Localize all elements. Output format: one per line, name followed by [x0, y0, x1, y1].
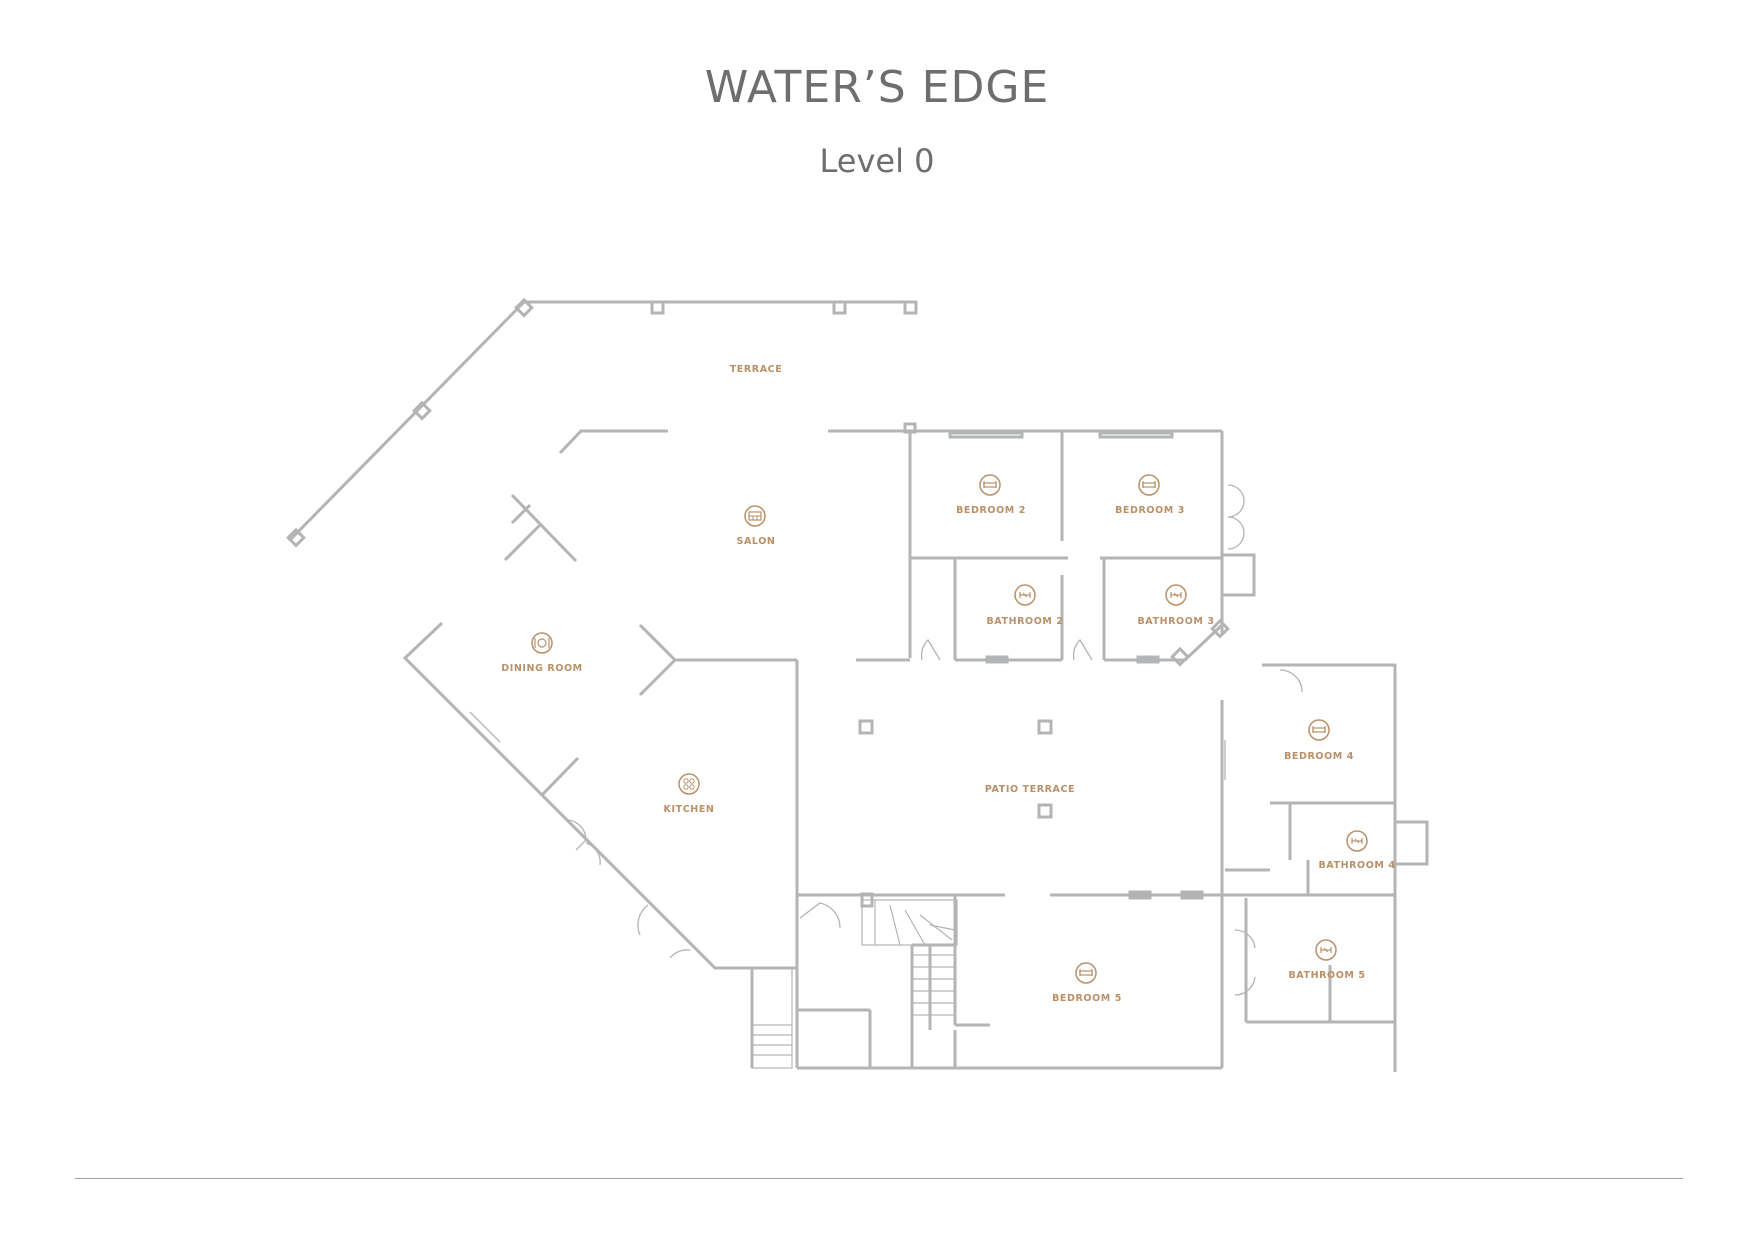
- bed-icon: [1138, 474, 1160, 496]
- room-bathroom-5: BATHROOM 5: [1288, 939, 1365, 981]
- room-salon: SALON: [737, 505, 776, 547]
- room-label: TERRACE: [730, 364, 783, 375]
- room-label: DINING ROOM: [501, 663, 582, 674]
- room-label: BATHROOM 5: [1288, 970, 1365, 981]
- room-bathroom-4: BATHROOM 4: [1318, 830, 1395, 871]
- doors: [469, 484, 1396, 996]
- room-patio-terrace: PATIO TERRACE: [985, 784, 1075, 795]
- room-label: BATHROOM 3: [1137, 616, 1214, 627]
- room-label: SALON: [737, 536, 776, 547]
- staircase: [751, 899, 958, 1069]
- room-kitchen: KITCHEN: [664, 773, 715, 815]
- room-bathroom-3: BATHROOM 3: [1137, 584, 1214, 627]
- shower-icon: [1014, 584, 1036, 606]
- bed-icon: [1308, 719, 1330, 741]
- room-bedroom-3: BEDROOM 3: [1115, 474, 1185, 516]
- room-label: KITCHEN: [664, 804, 715, 815]
- room-bedroom-5: BEDROOM 5: [1052, 962, 1122, 1004]
- sofa-icon: [744, 505, 766, 527]
- dining-icon: [531, 632, 553, 654]
- room-label: BEDROOM 3: [1115, 505, 1185, 516]
- room-bedroom-4: BEDROOM 4: [1284, 719, 1354, 762]
- walls: [286, 297, 1429, 1072]
- room-dining-room: DINING ROOM: [501, 632, 582, 674]
- bed-icon: [979, 474, 1001, 496]
- stove-icon: [678, 773, 700, 795]
- bed-icon: [1075, 962, 1097, 984]
- room-terrace: TERRACE: [730, 364, 783, 375]
- shower-icon: [1346, 830, 1368, 852]
- room-bedroom-2: BEDROOM 2: [956, 474, 1026, 516]
- room-label: PATIO TERRACE: [985, 784, 1075, 795]
- shower-icon: [1315, 939, 1337, 961]
- footer-divider: [75, 1178, 1683, 1179]
- shower-icon: [1165, 584, 1187, 606]
- plan-level: Level 0: [819, 142, 935, 180]
- room-bathroom-2: BATHROOM 2: [986, 584, 1063, 627]
- room-label: BEDROOM 2: [956, 505, 1026, 516]
- room-label: BATHROOM 4: [1318, 860, 1395, 871]
- room-label: BEDROOM 5: [1052, 993, 1122, 1004]
- room-label: BEDROOM 4: [1284, 751, 1354, 762]
- plan-title: WATER’S EDGE: [704, 62, 1050, 113]
- room-label: BATHROOM 2: [986, 616, 1063, 627]
